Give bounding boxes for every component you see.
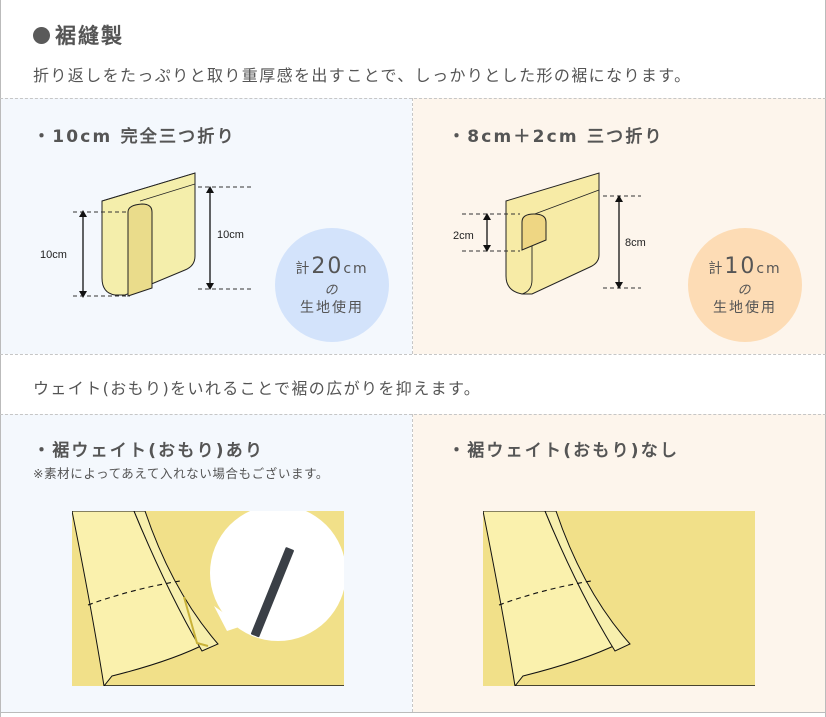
section-lead: 折り返しをたっぷりと取り重厚感を出すことで、しっかりとした形の裾になります。 — [33, 66, 692, 85]
hem-without-weight-illustration — [483, 511, 755, 686]
divider — [412, 98, 413, 354]
fabric-usage-badge: 計20cm の 生地使用 — [275, 228, 389, 342]
dim-label: 10cm — [40, 249, 67, 261]
badge-unit: cm — [756, 260, 782, 277]
hem-type-label: ・8cm＋2cm 三つ折り — [448, 127, 664, 147]
badge-particle: の — [737, 282, 753, 298]
badge-prefix: 計 — [708, 260, 725, 277]
badge-amount: 10 — [724, 253, 757, 279]
badge-amount: 20 — [311, 253, 344, 279]
weight-without-label: ・裾ウェイト(おもり)なし — [448, 441, 680, 461]
fabric-usage-badge: 計10cm の 生地使用 — [688, 228, 802, 342]
badge-suffix: 生地使用 — [713, 300, 777, 317]
section-title: 裾縫製 — [33, 20, 124, 50]
divider — [412, 414, 413, 712]
divider — [0, 98, 826, 99]
weight-with-label: ・裾ウェイト(おもり)あり — [33, 441, 265, 461]
fold-diagram-8-2cm: 2cm 8cm — [453, 172, 646, 295]
hem-with-weight-illustration — [72, 511, 344, 686]
badge-suffix: 生地使用 — [300, 300, 364, 317]
divider — [0, 354, 826, 355]
dim-label: 2cm — [453, 230, 474, 242]
bottom-border — [0, 712, 826, 713]
badge-prefix: 計 — [295, 260, 312, 277]
divider — [0, 414, 826, 415]
bullet-dot-icon — [33, 26, 50, 44]
dim-label: 8cm — [625, 237, 646, 249]
weight-intro: ウェイト(おもり)をいれることで裾の広がりを抑えます。 — [33, 379, 482, 398]
badge-particle: の — [324, 282, 340, 298]
fold-diagram-10cm: 10cm 10cm — [40, 172, 252, 298]
dim-label: 10cm — [217, 229, 244, 241]
hem-type-label: ・10cm 完全三つ折り — [33, 127, 236, 147]
section-title-text: 裾縫製 — [55, 24, 124, 48]
badge-unit: cm — [343, 260, 369, 277]
weight-note: ※素材によってあえて入れない場合もございます。 — [33, 466, 330, 481]
